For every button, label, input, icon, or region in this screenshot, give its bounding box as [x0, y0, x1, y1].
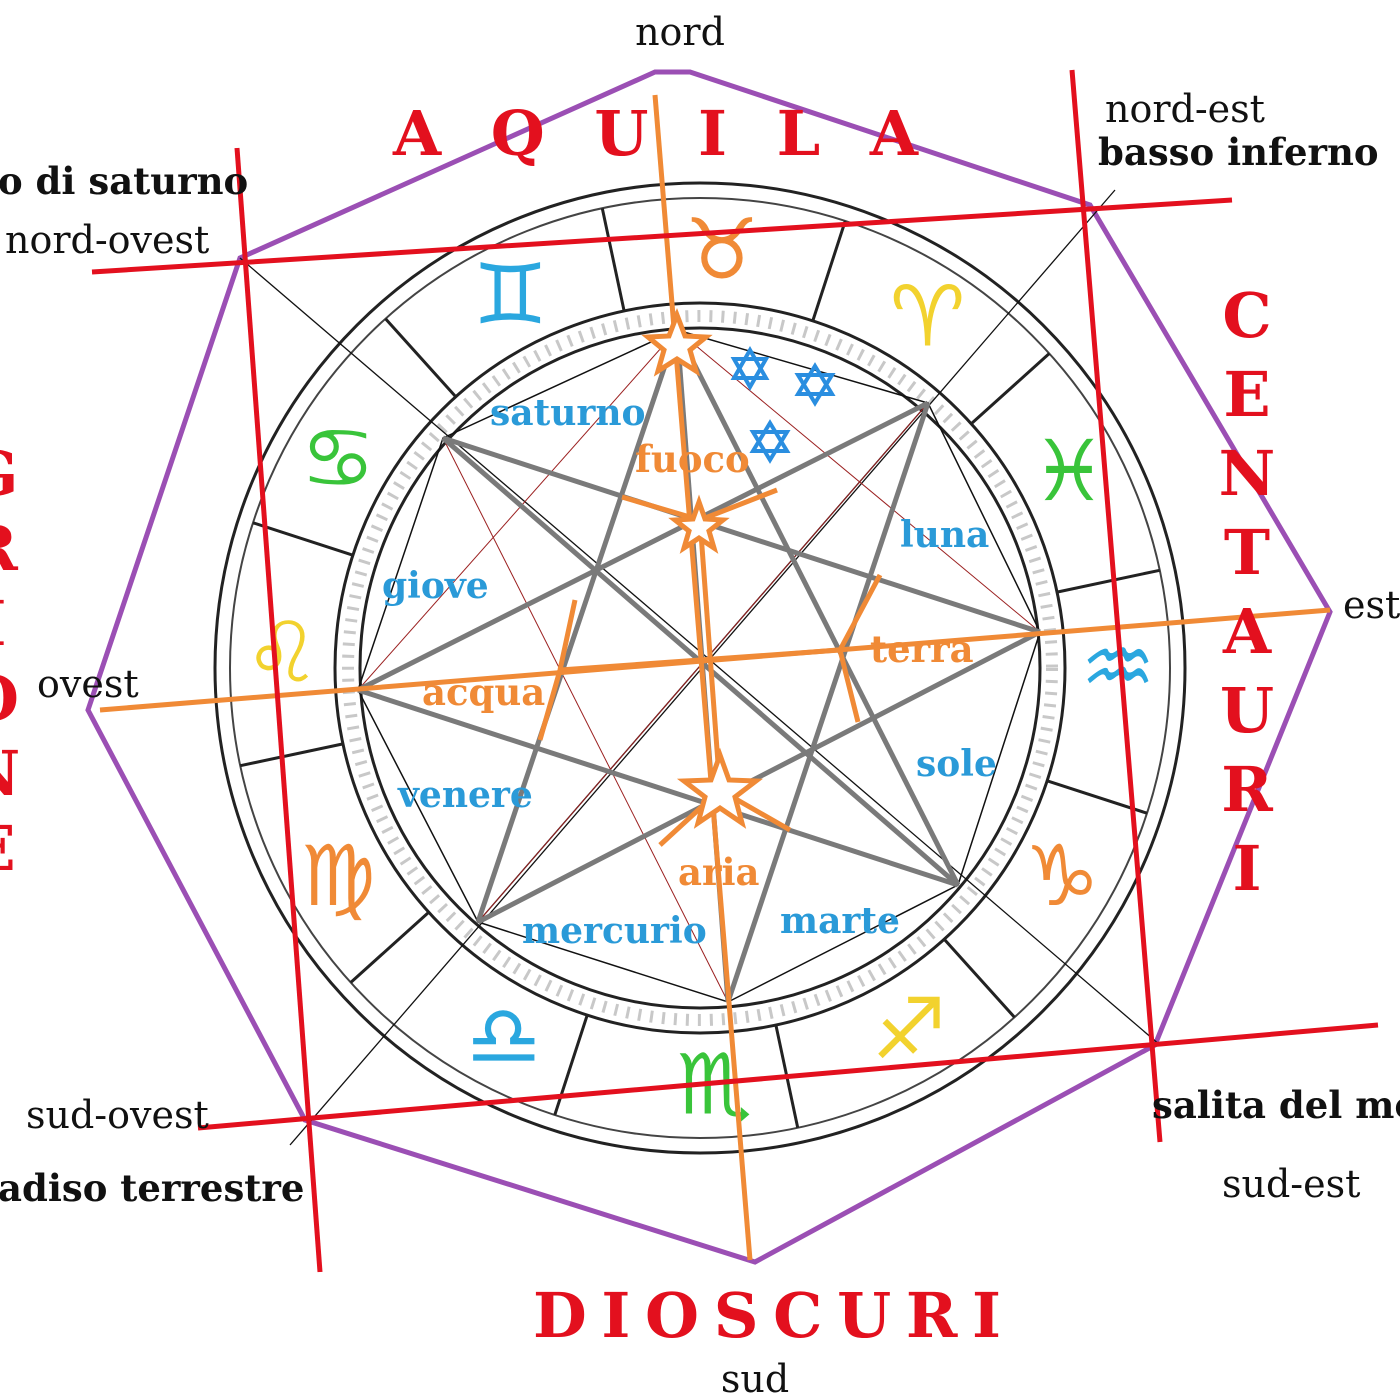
blue-hexagrams [730, 345, 836, 464]
element-aria: aria [678, 850, 760, 894]
planet-luna: luna [900, 514, 989, 556]
orange-stars [641, 307, 764, 829]
libra-icon: ♎ [466, 987, 541, 1085]
red-lines [91, 69, 1379, 1273]
aries-icon: ♈ [890, 267, 965, 365]
label-est: est [1343, 583, 1400, 627]
planet-sole: sole [916, 743, 997, 785]
leo-icon: ♌ [245, 603, 320, 701]
zodiac-divider [943, 938, 1016, 1019]
capricorn-icon: ♑ [1024, 827, 1099, 925]
orange-axes [99, 94, 1331, 1261]
label-nord-ovest: nord-ovest [5, 218, 209, 262]
zodiac-divider [811, 220, 847, 322]
star-fire [668, 494, 730, 554]
zodiac-dividers [239, 207, 1161, 1129]
zodiac-divider [970, 352, 1051, 425]
planet-venere: venere [397, 774, 533, 816]
star-north [641, 307, 713, 377]
zodiac-divider [252, 521, 354, 557]
label-sud-ovest: sud-ovest [26, 1093, 209, 1137]
star-air [676, 747, 764, 829]
label-ovest: ovest [37, 662, 139, 706]
zodiac-divider [239, 742, 344, 768]
hexagram-1 [730, 345, 770, 392]
label-nord: nord [635, 10, 725, 54]
label-nord-est: nord-est [1105, 87, 1265, 131]
constellation-dioscuri: D I O S C U R I [533, 1279, 1001, 1352]
element-terra: terra [870, 627, 974, 671]
hexagram-2 [794, 362, 836, 407]
place-salita: salita del mo [1152, 1083, 1400, 1127]
planet-mercurio: mercurio [522, 910, 707, 952]
hexagram-3 [749, 419, 791, 464]
zodiac-glyphs: ♈♉♊♋♌♍♎♏♐♑♒♓ [245, 201, 1156, 1134]
label-sud-est: sud-est [1222, 1162, 1360, 1206]
planet-saturno: saturno [490, 392, 646, 434]
element-fuoco: fuoco [635, 437, 750, 481]
zodiac-divider [553, 1014, 589, 1116]
place-basso-inferno: basso inferno [1098, 130, 1379, 174]
element-acqua: acqua [422, 670, 545, 714]
zodiac-band [213, 181, 1187, 1155]
constellation-grione: GRIONE [0, 437, 20, 885]
place-paradiso: adiso terrestre [0, 1166, 304, 1210]
label-sud: sud [721, 1357, 789, 1400]
cancer-icon: ♋ [300, 409, 375, 507]
taurus-icon: ♉ [684, 201, 759, 299]
zodiac-divider [349, 911, 430, 984]
planet-giove: giove [382, 565, 489, 607]
virgo-icon: ♍ [300, 827, 375, 925]
gemini-icon: ♊ [473, 246, 548, 344]
zodiac-divider [1056, 568, 1161, 594]
planet-marte: marte [780, 900, 900, 942]
zodiac-divider [384, 317, 457, 398]
place-saturno: o di saturno [0, 159, 248, 203]
zodiac-divider [600, 207, 626, 312]
octagon-outline [85, 69, 1333, 1265]
pisces-icon: ♓ [1031, 422, 1106, 520]
